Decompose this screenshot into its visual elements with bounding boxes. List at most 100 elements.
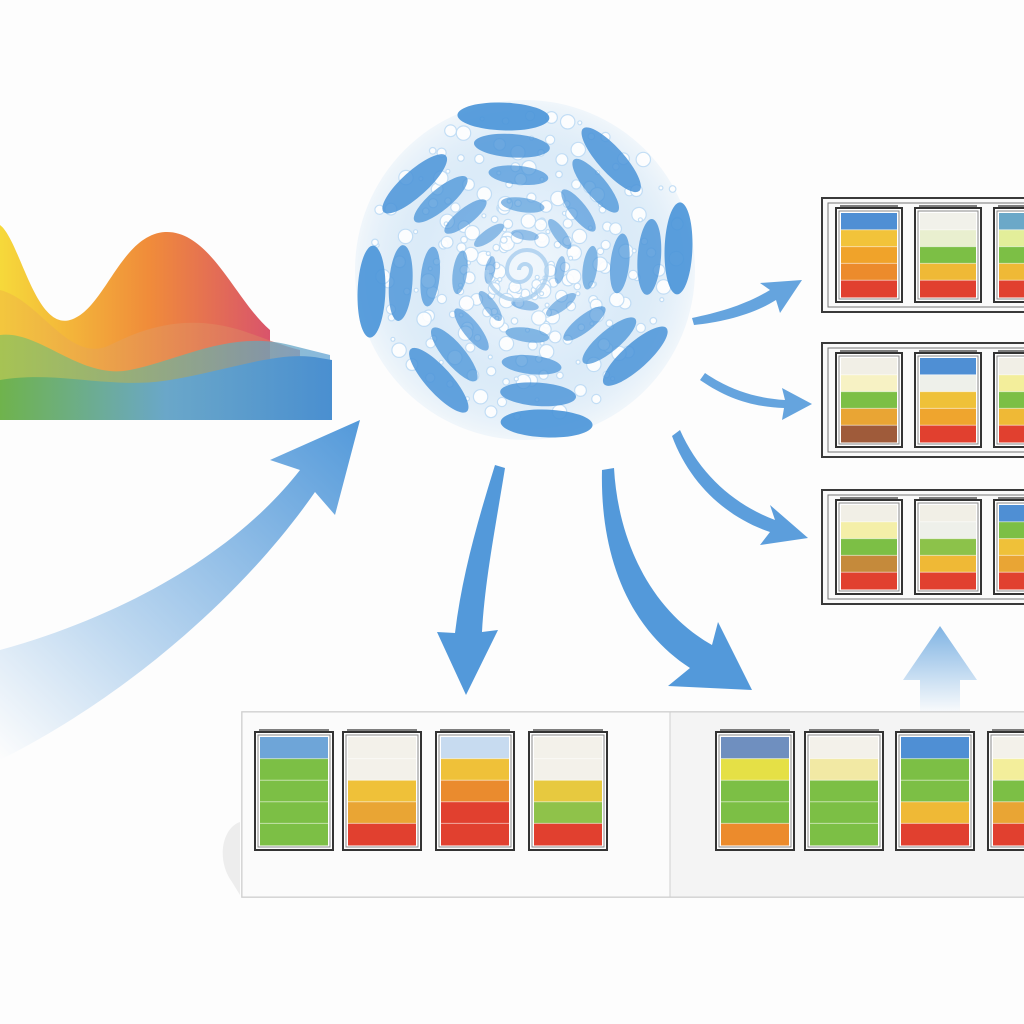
vortex-bubble — [534, 218, 548, 232]
vortex-fish — [572, 158, 620, 213]
vortex-bubble — [573, 384, 587, 398]
vortex-bubble — [668, 185, 677, 193]
vortex-bubble — [575, 291, 581, 297]
bottom-right-card-1 — [715, 729, 795, 851]
vortex — [355, 100, 695, 440]
vortex-bubble — [445, 168, 451, 174]
vortex-bubble — [559, 114, 576, 130]
right-panel-3-card-3-band-5 — [999, 572, 1024, 590]
right-panel-2-card-2-band-4 — [920, 408, 976, 426]
right-panel-3-card-3 — [993, 497, 1024, 595]
vortex-bubble — [534, 274, 540, 280]
vortex-bubble — [577, 120, 583, 126]
vortex-bubble — [498, 335, 515, 352]
vortex-bubble — [486, 366, 497, 377]
vortex-fish — [420, 246, 441, 307]
vortex-fish — [505, 327, 550, 343]
bottom-left-card-3-band-1 — [441, 737, 509, 760]
vortex-bubble — [596, 247, 605, 256]
right-panel-1-card-3-band-5 — [999, 280, 1024, 298]
bottom-left-card-3-band-2 — [441, 758, 509, 781]
bottom-left-card-2-band-3 — [348, 780, 416, 803]
vortex-fish — [473, 133, 550, 158]
vortex-fish — [500, 409, 593, 438]
right-panel-1-card-2-band-1 — [920, 213, 976, 231]
bottom-left-card-2-band-5 — [348, 823, 416, 846]
vortex-bubble — [591, 393, 602, 405]
vortex-fish — [609, 233, 630, 294]
right-panel-1-card-3-band-3 — [999, 246, 1024, 264]
right-panel-3-card-2-band-3 — [920, 538, 976, 556]
vortex-bubble — [520, 213, 537, 229]
bottom-left-card-2-band-4 — [348, 801, 416, 824]
bottom-right-card-3-band-1 — [901, 737, 969, 760]
bottom-right-card-3-band-3 — [901, 780, 969, 803]
arrow-down-right — [601, 468, 752, 690]
bottom-right-card-4 — [987, 729, 1024, 851]
vortex-bubble — [474, 153, 485, 165]
bottom-right-card-4-band-3 — [993, 780, 1024, 803]
vortex-bubble — [413, 229, 419, 235]
right-panel-3-card-3-band-4 — [999, 555, 1024, 573]
right-panel-3-card-1-band-1 — [841, 505, 897, 523]
bottom-left-card-4-band-2 — [534, 758, 602, 781]
right-panel-3-card-1-band-2 — [841, 521, 897, 540]
right-panel-1-card-3-band-2 — [999, 229, 1024, 248]
vortex-fish — [488, 165, 549, 186]
vortex-bubble — [484, 405, 498, 419]
vortex-bubble — [390, 336, 396, 342]
vortex-bubble — [608, 291, 625, 308]
right-panel-1-card-2-band-3 — [920, 246, 976, 264]
source-wave-chart — [0, 225, 332, 420]
right-panel-1 — [821, 197, 1024, 313]
vortex-fish — [561, 189, 596, 232]
vortex-bubble — [476, 186, 493, 202]
vortex-bubble — [497, 276, 503, 283]
vortex-bubble — [472, 388, 489, 405]
bottom-left-card-3-band-4 — [441, 801, 509, 824]
bottom-right-card-1-band-5 — [721, 823, 789, 846]
bottom-left-card-1-band-1 — [260, 737, 328, 760]
right-panel-2-card-1-band-1 — [841, 358, 897, 376]
vortex-bubble — [490, 215, 499, 224]
arrow-up — [903, 626, 977, 715]
vortex-fish — [500, 197, 545, 213]
vortex-fish — [474, 223, 504, 247]
right-panel-1-card-1-band-5 — [841, 280, 897, 298]
bottom-right-card-2-band-1 — [810, 737, 878, 760]
right-panel-2 — [821, 342, 1024, 458]
vortex-fish — [582, 245, 598, 290]
vortex-bubble — [570, 141, 587, 158]
right-panel-2-card-3-band-5 — [999, 425, 1024, 443]
vortex-bubble — [391, 342, 407, 358]
right-panel-2-card-1-band-5 — [841, 425, 897, 443]
right-panel-3-card-2-band-4 — [920, 555, 976, 573]
bottom-left-card-1-band-4 — [260, 801, 328, 824]
vortex-fish — [444, 199, 487, 234]
right-panel-3-card-2-band-2 — [920, 521, 976, 540]
vortex-bubble — [481, 213, 487, 219]
right-panel-1-card-1-band-2 — [841, 229, 897, 248]
bottom-right-card-2 — [804, 729, 884, 851]
vortex-bubble — [499, 235, 508, 244]
vortex-bubble — [465, 342, 476, 353]
vortex-bubble — [510, 317, 519, 325]
vortex-fish — [637, 218, 662, 295]
right-panel-2-card-3 — [993, 350, 1024, 448]
right-panel-1-card-1-band-1 — [841, 213, 897, 231]
vortex-bubble — [428, 146, 437, 155]
bottom-right-card-2-band-2 — [810, 758, 878, 781]
vortex-fish — [413, 175, 468, 223]
vortex-fish — [563, 306, 606, 341]
right-panel-1-card-1 — [835, 205, 903, 303]
vortex-bubble — [555, 170, 563, 179]
right-panel-1-card-2 — [914, 205, 982, 303]
right-panel-2-card-1-band-2 — [841, 374, 897, 393]
right-panel-3-card-2 — [914, 497, 982, 595]
right-panel-3-card-1-band-4 — [841, 555, 897, 573]
vortex-fish — [500, 382, 577, 407]
vortex-fish — [554, 256, 566, 284]
right-panel-2-card-1-band-3 — [841, 391, 897, 409]
vortex-bubble — [440, 235, 454, 249]
vortex-bubble — [609, 222, 623, 236]
